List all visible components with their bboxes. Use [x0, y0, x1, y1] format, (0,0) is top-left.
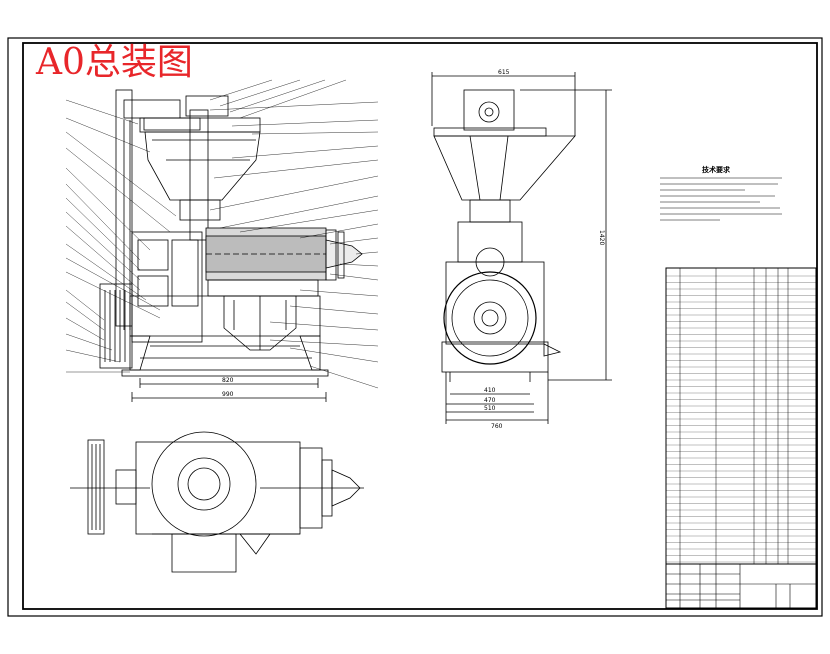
parts-list-table [665, 267, 817, 565]
drawing-title: A0总装图 [35, 42, 193, 83]
dim-front-inner: 820 [222, 377, 234, 384]
front-view-leaders-left [65, 99, 177, 373]
dim-side-base-1: 410 [484, 387, 496, 394]
dim-side-height: 1420 [598, 230, 605, 245]
parts-list-rows [666, 275, 816, 563]
side-view [431, 72, 612, 424]
notes-heading: 技术要求 [702, 165, 731, 174]
dim-side-base-3: 510 [484, 405, 496, 412]
outer-frame [7, 37, 823, 617]
dim-side-top: 615 [498, 69, 510, 76]
technical-notes: 技术要求 [660, 165, 782, 221]
front-view [99, 89, 363, 402]
dim-side-base-total: 760 [491, 423, 503, 430]
title-block [665, 563, 817, 609]
dim-front-outer: 990 [222, 391, 234, 398]
front-view-leaders-right [209, 79, 379, 389]
dim-side-base-2: 470 [484, 397, 496, 404]
inner-frame [22, 42, 818, 610]
top-view [70, 431, 364, 573]
